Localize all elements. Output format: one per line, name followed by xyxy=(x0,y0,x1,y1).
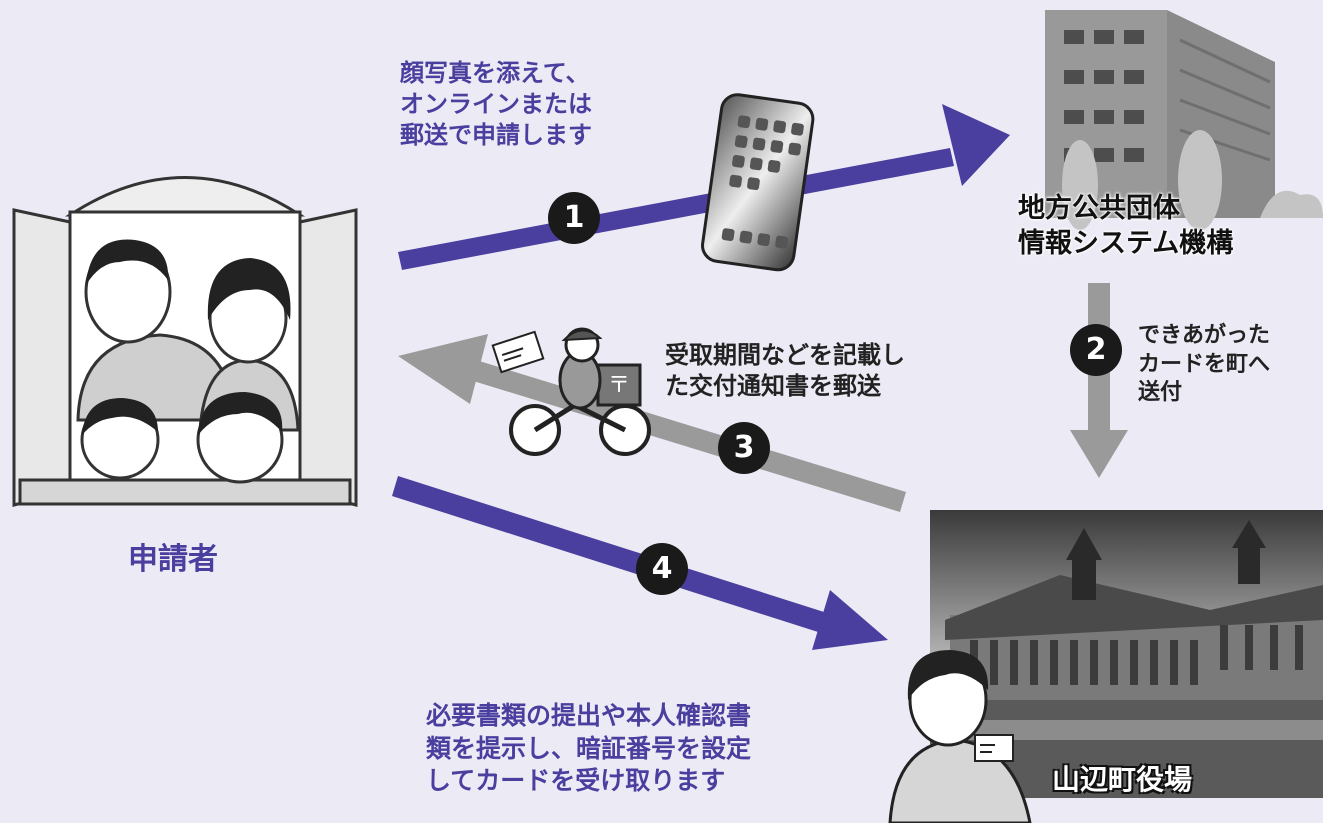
family-window-icon xyxy=(12,176,358,507)
step4-line-1: 必要書類の提出や本人確認書 xyxy=(426,701,752,730)
step1-line-2: オンラインまたは xyxy=(400,90,592,119)
staff-with-card-icon xyxy=(888,650,1032,823)
applicant-label: 申請者 xyxy=(128,542,218,577)
arrow-step1 xyxy=(398,104,1010,270)
step4-line-2: 類を提示し、暗証番号を設定 xyxy=(426,733,752,763)
arrow-step4 xyxy=(392,476,888,650)
jlis-line-1: 地方公共団体 xyxy=(1018,193,1180,224)
city-hall-label: 山辺町役場 xyxy=(1052,763,1193,796)
svg-text:〒: 〒 xyxy=(608,373,630,398)
jlis-line-2: 情報システム機構 xyxy=(1018,227,1234,259)
step-4-badge: 4 xyxy=(636,543,688,595)
smartphone-icon xyxy=(701,93,815,272)
step-3-badge: 3 xyxy=(718,422,770,474)
step2-description: できあがった カードを町へ 送付 xyxy=(1138,322,1270,408)
step2-line-2: カードを町へ xyxy=(1138,351,1271,377)
arrow-step2 xyxy=(1070,283,1128,478)
step4-description: 必要書類の提出や本人確認書 類を提示し、暗証番号を設定 してカードを受け取ります xyxy=(426,700,751,798)
step1-line-3: 郵送で申請します xyxy=(400,121,592,150)
step3-description: 受取期間などを記載し た交付通知書を郵送 xyxy=(665,340,905,402)
city-hall-photo-icon xyxy=(930,510,1323,798)
office-building-icon xyxy=(1045,10,1323,230)
mail-motorcycle-icon: 〒 xyxy=(491,327,651,456)
step-2-badge: 2 xyxy=(1070,324,1122,376)
step2-line-3: 送付 xyxy=(1138,380,1183,406)
step1-description: 顔写真を添えて、 オンラインまたは 郵送で申請します xyxy=(400,58,592,152)
step2-line-1: できあがった xyxy=(1138,323,1271,348)
step1-line-1: 顔写真を添えて、 xyxy=(400,59,590,87)
step3-line-2: た交付通知書を郵送 xyxy=(665,372,881,401)
step-1-badge: 1 xyxy=(548,192,600,244)
jlis-label: 地方公共団体 情報システム機構 xyxy=(1018,192,1233,261)
step4-line-3: してカードを受け取ります xyxy=(426,766,726,795)
step3-line-1: 受取期間などを記載し xyxy=(665,341,905,369)
